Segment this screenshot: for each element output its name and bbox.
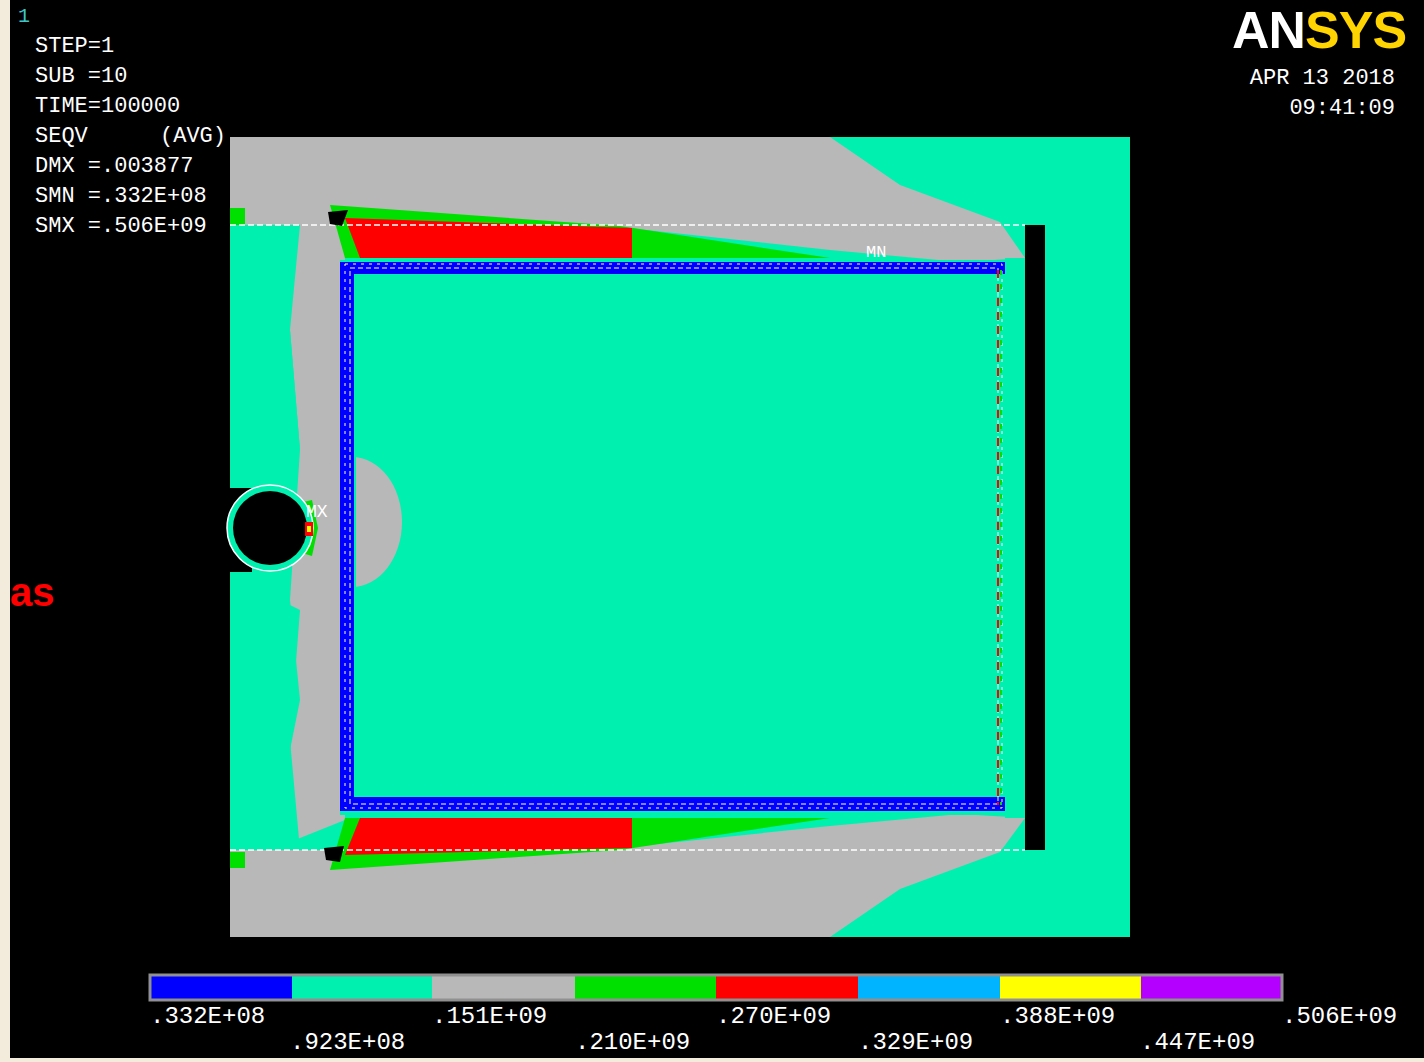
scale-value: .210E+09 [575, 1030, 690, 1056]
scale-value: .506E+09 [1282, 1004, 1397, 1030]
min-marker: MN [866, 244, 886, 263]
max-stress: SMX =.506E+09 [35, 215, 207, 239]
plot-time: 09:41:09 [1289, 97, 1395, 121]
scale-value: .329E+09 [858, 1030, 973, 1056]
scale-value: .270E+09 [716, 1004, 831, 1030]
min-stress: SMN =.332E+08 [35, 185, 207, 209]
scale-value: .923E+08 [290, 1030, 405, 1056]
ansys-logo: ANSYS [1232, 2, 1406, 59]
scale-value: .447E+09 [1140, 1030, 1255, 1056]
result-type: SEQV [35, 125, 88, 149]
substep-info: SUB =10 [35, 65, 127, 89]
scale-value: .332E+08 [150, 1004, 265, 1030]
step-info: STEP=1 [35, 35, 114, 59]
stray-text: as [10, 570, 55, 614]
max-displacement: DMX =.003877 [35, 155, 193, 179]
max-marker: MX [306, 503, 328, 523]
scale-value: .388E+09 [1000, 1004, 1115, 1030]
scale-value: .151E+09 [432, 1004, 547, 1030]
result-option: (AVG) [160, 125, 226, 149]
time-info: TIME=100000 [35, 95, 180, 119]
window-number: 1 [18, 6, 30, 28]
plot-date: APR 13 2018 [1250, 67, 1395, 91]
